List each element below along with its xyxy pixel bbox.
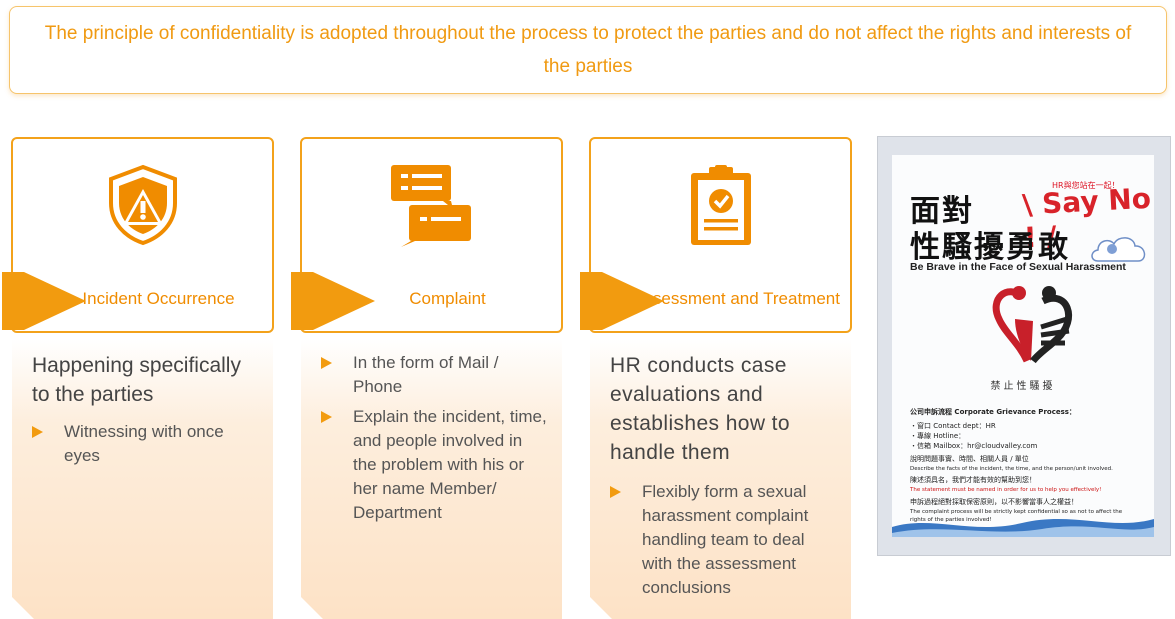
poster-line: 申訴過程絕對採取保密原則，以不影響當事人之權益！ xyxy=(910,498,1078,506)
poster-sheet: HR與您站在一起！ \ Say No ! / 面對 性騷擾勇敢 Be Brave… xyxy=(892,155,1154,537)
step-arrow xyxy=(24,272,86,330)
list-item: Witnessing with once eyes xyxy=(32,420,259,468)
poster-line: ・專線 Hotline： xyxy=(910,432,966,440)
desc-title: HR conducts case evaluations and establi… xyxy=(610,354,790,464)
step-title: Incident Occurrence xyxy=(82,289,235,308)
bullet-arrow-icon xyxy=(610,486,621,498)
poster-line: 說明問題事實、時間、相關人員 / 單位 xyxy=(910,455,1029,463)
poster-line: ・信箱 Mailbox：hr@cloudvalley.com xyxy=(910,442,1038,450)
poster-line: Describe the facts of the incident, the … xyxy=(910,466,1113,472)
step-description: Happening specifically to the parties Wi… xyxy=(12,339,273,619)
list-item: Flexibly form a sexual harassment compla… xyxy=(610,480,837,600)
notice-text: The principle of confidentiality is adop… xyxy=(44,23,1132,77)
step-arrow xyxy=(313,272,375,330)
poster-line: The statement must be named in order for… xyxy=(910,487,1102,493)
shield-warning-icon xyxy=(108,164,177,246)
cloud-mascot-icon xyxy=(1091,237,1146,262)
step-title: Complaint xyxy=(409,289,486,308)
confidentiality-notice: The principle of confidentiality is adop… xyxy=(9,6,1167,94)
poster-line: rights of the parties involved! xyxy=(910,517,992,523)
step-arrow xyxy=(602,272,664,330)
bullet-arrow-icon xyxy=(321,411,332,423)
poster-brand: 禁止性騷擾 xyxy=(990,381,1056,392)
step-incident-occurrence: Incident Occurrence Happening specifical… xyxy=(2,0,274,619)
poster-wave-decoration xyxy=(892,519,1154,537)
hands-logo-icon xyxy=(992,286,1072,364)
poster-title-line1: 面對 xyxy=(910,194,974,229)
list-item: In the form of Mail / Phone xyxy=(321,351,548,399)
bullet-arrow-icon xyxy=(321,357,332,369)
poster-line: ・窗口 Contact dept：HR xyxy=(910,422,996,430)
step-description: HR conducts case evaluations and establi… xyxy=(590,339,851,619)
poster-line: The complaint process will be strictly k… xyxy=(910,509,1123,515)
step-assessment-treatment: Assessment and Treatment HR conducts cas… xyxy=(580,0,852,619)
poster-process-title: 公司申訴流程 Corporate Grievance Process： xyxy=(910,408,1076,416)
poster-subtitle: Be Brave in the Face of Sexual Harassmen… xyxy=(910,261,1126,273)
bullet-arrow-icon xyxy=(32,426,43,438)
poster-title-line2: 性騷擾勇敢 xyxy=(910,230,1070,265)
list-item: Explain the incident, time, and people i… xyxy=(321,405,548,525)
step-complaint: Complaint In the form of Mail / Phone Ex… xyxy=(291,0,563,619)
poster-line: 陳述須具名，我們才能有效的幫助到您！ xyxy=(910,476,1036,484)
poster-hr-tagline: HR與您站在一起！ xyxy=(1052,181,1120,190)
clipboard-check-icon xyxy=(690,165,751,245)
step-description: In the form of Mail / Phone Explain the … xyxy=(301,339,562,619)
anti-harassment-poster: HR與您站在一起！ \ Say No ! / 面對 性騷擾勇敢 Be Brave… xyxy=(878,137,1170,555)
desc-title: Happening specifically to the parties xyxy=(32,354,241,406)
chat-bubbles-icon xyxy=(390,165,471,247)
step-title: Assessment and Treatment xyxy=(633,289,840,308)
